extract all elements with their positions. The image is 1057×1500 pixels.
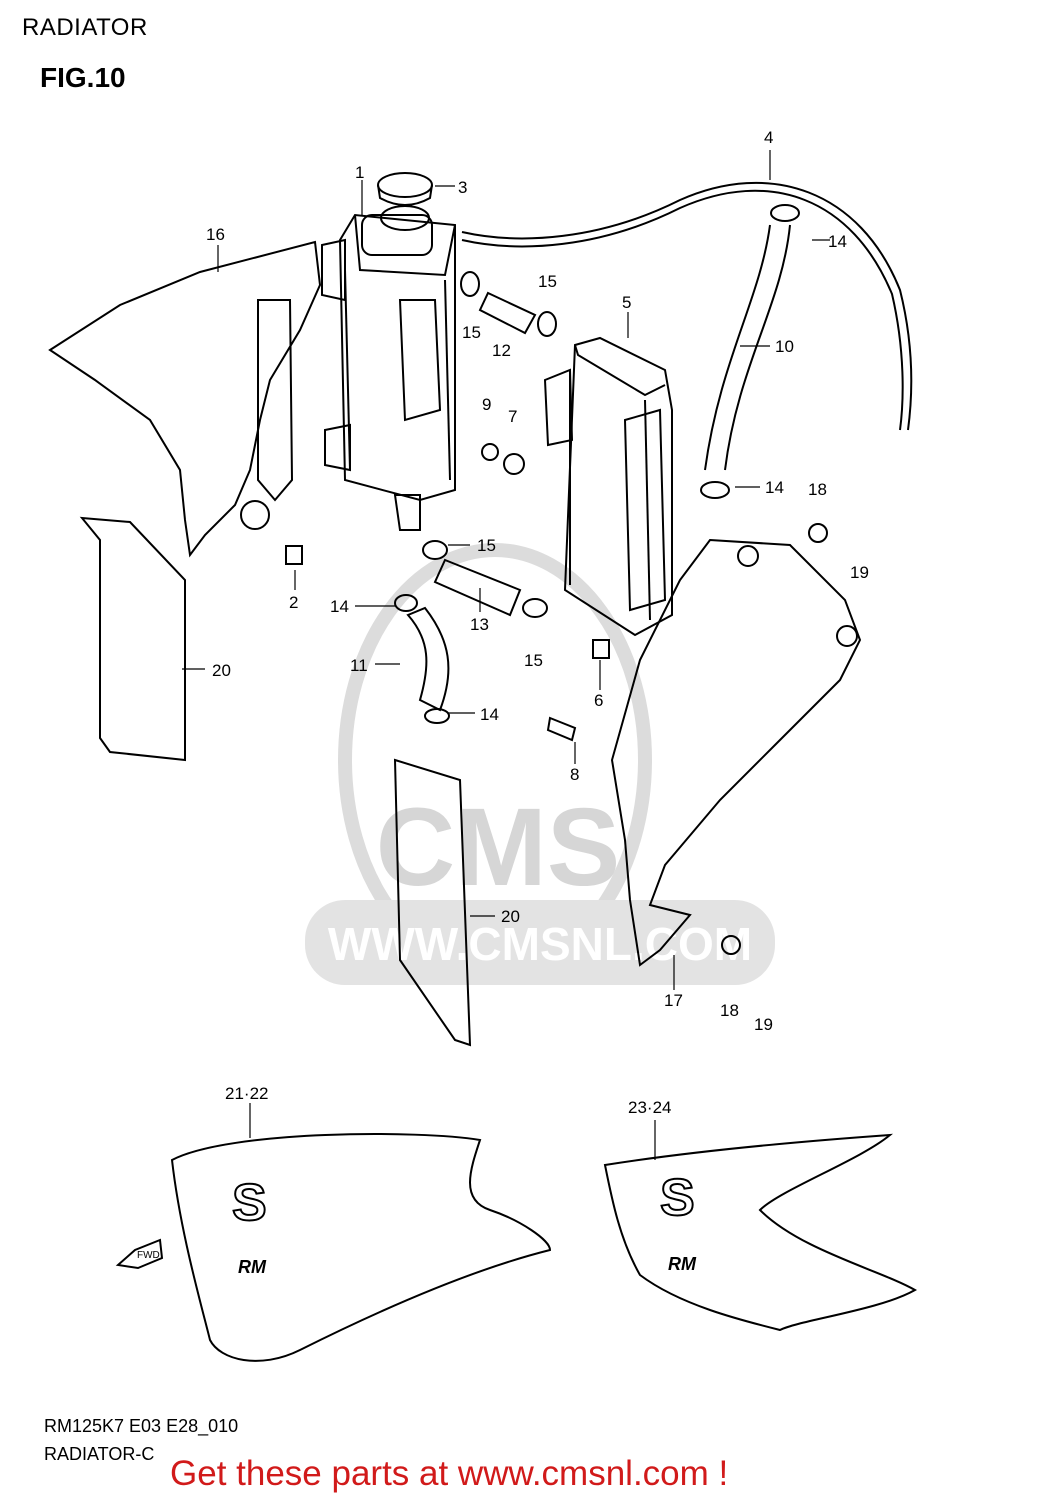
callout-18-top: 18 xyxy=(808,480,827,499)
hose-upper xyxy=(460,271,557,337)
callout-13: 13 xyxy=(470,615,489,634)
promo-link[interactable]: Get these parts at www.cmsnl.com ! xyxy=(170,1454,729,1493)
callout-3: 3 xyxy=(458,178,467,197)
diagram-code: RM125K7 E03 E28_010 xyxy=(44,1416,239,1436)
callout-19-top: 19 xyxy=(850,563,869,582)
decal-left-logo: S xyxy=(232,1174,267,1232)
callout-6: 6 xyxy=(594,691,603,710)
callout-23-24: 23·24 xyxy=(628,1098,671,1117)
hose-elbow xyxy=(406,606,450,712)
guard-center xyxy=(393,758,472,1047)
callouts: 1 2 3 4 5 6 7 8 9 10 11 12 13 14 14 14 1… xyxy=(206,128,869,1117)
diagram-subtitle: RADIATOR-C xyxy=(44,1444,155,1464)
callout-7: 7 xyxy=(508,407,517,426)
radiator-cap xyxy=(377,172,433,206)
callout-9: 9 xyxy=(482,395,491,414)
callout-1: 1 xyxy=(355,163,364,182)
page-title: RADIATOR xyxy=(22,14,148,41)
callout-14-mid: 14 xyxy=(765,478,784,497)
callout-5: 5 xyxy=(622,293,631,312)
callout-2: 2 xyxy=(289,593,298,612)
watermark-brand: CMS xyxy=(376,786,620,909)
callout-18-low: 18 xyxy=(720,1001,739,1020)
figure-number: FIG.10 xyxy=(40,62,126,93)
callout-10: 10 xyxy=(775,337,794,356)
decal-right-logo: S xyxy=(660,1169,695,1227)
callout-17: 17 xyxy=(664,991,683,1010)
callout-15-a: 15 xyxy=(538,272,557,291)
guard-left xyxy=(79,516,186,762)
watermark-url: WWW.CMSNL.COM xyxy=(328,918,752,970)
callout-8: 8 xyxy=(570,765,579,784)
callout-4: 4 xyxy=(764,128,773,147)
callout-14-top: 14 xyxy=(828,232,847,251)
radiator-left xyxy=(321,205,456,531)
callout-11: 11 xyxy=(350,656,368,675)
callout-20-left: 20 xyxy=(212,661,231,680)
decal-left xyxy=(170,1133,552,1362)
overflow-hose xyxy=(461,181,913,431)
decal-right-model: RM xyxy=(668,1254,697,1274)
callout-21-22: 21·22 xyxy=(225,1084,268,1103)
fwd-label: FWD xyxy=(137,1250,160,1261)
callout-15-c: 15 xyxy=(477,536,496,555)
decal-right xyxy=(603,1133,918,1332)
fwd-arrow-icon: FWD xyxy=(115,1238,164,1270)
hose-lower xyxy=(422,540,548,618)
callout-16: 16 xyxy=(206,225,225,244)
callout-20-center: 20 xyxy=(501,907,520,926)
callout-15-d: 15 xyxy=(524,651,543,670)
callout-12: 12 xyxy=(492,341,511,360)
decal-left-model: RM xyxy=(238,1257,267,1277)
callout-15-b: 15 xyxy=(462,323,481,342)
radiator-right xyxy=(543,336,673,637)
callout-14-low: 14 xyxy=(480,705,499,724)
shroud-left xyxy=(48,240,322,558)
callout-19-low: 19 xyxy=(754,1015,773,1034)
callout-14-left: 14 xyxy=(330,597,349,616)
